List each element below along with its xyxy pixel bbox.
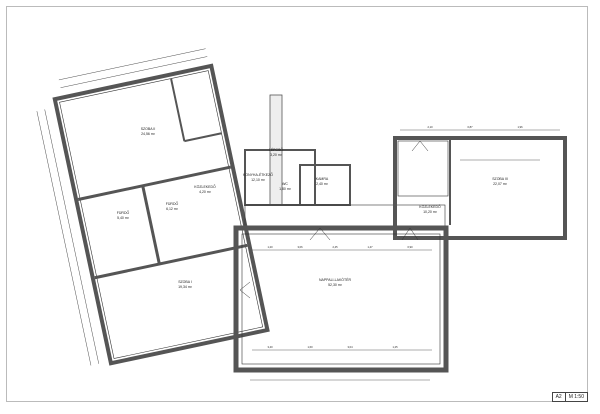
room-label-kozlekedo-2: KÖZLEKEDŐ	[419, 204, 441, 209]
dimension-label: 1,60	[307, 345, 313, 349]
room-label-szoba-1: SZOBA I	[178, 280, 192, 284]
title-block: A2 M 1:50	[551, 392, 588, 402]
room-label-szoba-3: SZOBA III	[492, 177, 508, 181]
dimension-label: 0,90	[407, 245, 413, 249]
dimension-label: 3,40	[267, 345, 273, 349]
room-area-szoba-2: 24,56 m²	[141, 132, 156, 136]
room-label-furdo-1: FÜRDŐ	[117, 210, 130, 215]
dimension-label: 1,47	[367, 245, 373, 249]
room-area-furdo-2: 6,12 m²	[166, 207, 179, 211]
room-label-kozlekedo-1: KÖZLEKEDŐ	[194, 184, 216, 189]
dimension-label: 1,25	[392, 345, 398, 349]
left-wing-walls	[36, 48, 270, 366]
dimension-label: 3,04	[347, 345, 353, 349]
room-area-kamra: 2,40 m²	[316, 182, 329, 186]
room-area-kozlekedo-2: 10,20 m²	[423, 210, 438, 214]
drawing-scale: M 1:50	[564, 393, 587, 401]
room-label-konyha: KONYHA-ÉTKEZŐ	[243, 172, 273, 177]
room-area-furdo-1: 5,40 m²	[117, 216, 130, 220]
room-area-wc: 1,80 m²	[279, 187, 292, 191]
room-area-nappali: 52,30 m²	[328, 283, 343, 287]
room-area-lepcso: 3,20 m²	[270, 153, 283, 157]
room-area-szoba-3: 22,07 m²	[493, 182, 508, 186]
room-label-wc: WC	[282, 182, 288, 186]
room-label-szoba-2: SZOBA II	[141, 127, 156, 131]
dimension-label: 1,96	[517, 125, 523, 129]
sheet-size: A2	[555, 394, 562, 400]
room-label-kamra: KAMRA	[316, 177, 329, 181]
sheet-border	[6, 6, 588, 402]
dimension-label: 2,45	[332, 245, 338, 249]
dimension-label: 3,06	[297, 245, 303, 249]
room-area-szoba-1: 19,34 m²	[178, 285, 193, 289]
room-area-kozlekedo-1: 4,20 m²	[199, 190, 212, 194]
dimension-label: 2,10	[427, 125, 433, 129]
room-label-lepcso: LÉPCSŐ	[269, 147, 283, 152]
room-label-nappali: NAPPALI-LAKÓTÉR	[319, 277, 352, 282]
dimension-label: 0,87	[467, 125, 473, 129]
room-area-konyha: 12,10 m²	[251, 178, 266, 182]
room-label-furdo-2: FÜRDŐ	[166, 201, 179, 206]
dimension-label: 1,20	[267, 245, 273, 249]
